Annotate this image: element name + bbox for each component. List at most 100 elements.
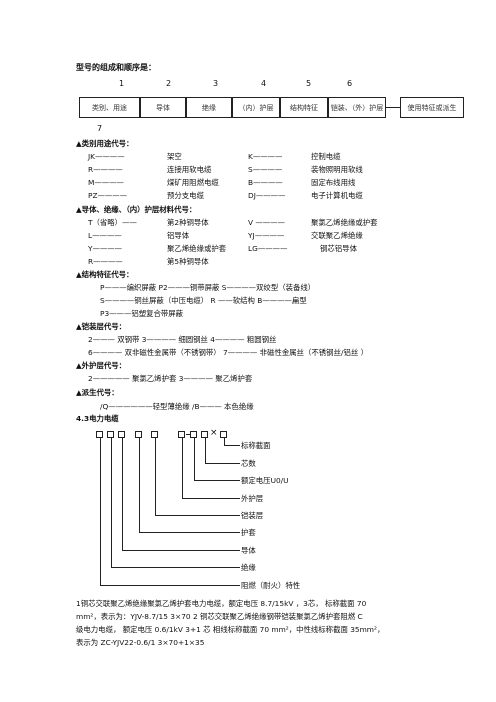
label-flame-retardant: 阻燃（耐火）特性 — [241, 581, 301, 590]
dash — [186, 434, 190, 435]
structure-heading: 型号的组成和顺序是： — [76, 63, 156, 72]
code-desc: 控制电缆 — [311, 152, 341, 161]
cable-section-title: 4.3电力电缆 — [76, 414, 119, 423]
number-2: 2 — [166, 79, 172, 88]
code: M———— — [88, 178, 124, 187]
code-desc: 铝导体 — [167, 231, 190, 240]
leader-line — [111, 567, 240, 568]
leader-line — [122, 550, 240, 551]
leader-line — [182, 498, 240, 499]
outer-line: 2————— 聚氯乙烯护套 3———— 聚乙烯护套 — [88, 374, 253, 383]
code: R———— — [88, 165, 123, 174]
code-square — [107, 431, 114, 438]
label-armor: 铠装层 — [241, 511, 264, 520]
code-square — [135, 431, 142, 438]
code-desc: 架空 — [167, 152, 182, 161]
box-inner-sheath: （内）护层 — [232, 97, 280, 118]
label-sheath: 护套 — [241, 528, 256, 537]
box-conductor: 导体 — [140, 97, 186, 118]
structure-codes-title: ▲结构特征代号： — [76, 270, 134, 279]
code: L———— — [88, 231, 122, 240]
structure-line-2: S————铜丝屏蔽（中压电缆） R ——软结构 B————扁型 — [100, 296, 307, 305]
code: S———— — [248, 165, 283, 174]
leader-line — [139, 438, 140, 532]
leader-line — [205, 463, 240, 464]
leader-line — [194, 438, 195, 480]
code-square — [201, 431, 208, 438]
code: PZ———— — [88, 191, 128, 200]
leader-line — [224, 445, 240, 446]
box-structure-feature: 结构特征 — [280, 97, 328, 118]
code: V ———— — [248, 218, 285, 227]
number-3: 3 — [213, 79, 219, 88]
code-desc: 电子计算机电缆 — [311, 191, 363, 200]
code-desc: 固定布线用线 — [311, 178, 356, 187]
leader-line — [182, 438, 183, 498]
code-desc: 交联聚乙烯绝缘 — [311, 231, 363, 240]
leader-line — [155, 515, 240, 516]
code-desc: 预分支电缆 — [167, 191, 204, 200]
label-conductor: 导体 — [241, 546, 256, 555]
example-line-4: 表示为 ZC-YJV22-0.6/1 3×70+1×35 — [76, 638, 205, 647]
multiply-sign: × — [210, 428, 218, 438]
leader-line — [100, 438, 101, 585]
label-outer-sheath: 外护层 — [241, 494, 264, 503]
armor-codes-title: ▲铠装层代号： — [76, 322, 127, 331]
leader-line — [224, 438, 225, 445]
code-square — [118, 431, 125, 438]
box-armor-outer-sheath: 铠装、（外）护层 — [328, 97, 386, 118]
example-line-2: mm²，表示为：YJV-8.7/15 3×70 2 铜芯交联聚乙烯绝缘钢带铠装聚… — [76, 612, 363, 621]
code-desc: 第2种铜导体 — [167, 218, 209, 227]
structure-line-3: P3———铝塑复合带屏蔽 — [100, 309, 184, 318]
outer-codes-title: ▲外护层代号： — [76, 361, 127, 370]
code-desc: 钢芯铝导体 — [320, 244, 357, 253]
leader-line — [205, 438, 206, 463]
label-nominal-section: 标称截面 — [241, 441, 271, 450]
code-desc: 第5种铜导体 — [167, 257, 209, 266]
box-insulation: 绝缘 — [186, 97, 232, 118]
connector-line — [386, 107, 400, 108]
number-6: 6 — [347, 79, 353, 88]
code-square — [151, 431, 158, 438]
code: K———— — [248, 152, 283, 161]
leader-line — [100, 585, 240, 586]
leader-line — [139, 532, 240, 533]
code-desc: 聚氯乙烯绝缘或护套 — [311, 218, 378, 227]
label-insulation: 绝缘 — [241, 563, 256, 572]
number-5: 5 — [306, 79, 312, 88]
code: JK———— — [88, 152, 125, 161]
number-7: 7 — [97, 124, 103, 133]
code: DJ———— — [248, 191, 286, 200]
code-square — [96, 431, 103, 438]
number-1: 1 — [119, 79, 125, 88]
code-square — [178, 431, 185, 438]
label-cores: 芯数 — [241, 459, 256, 468]
number-4: 4 — [261, 79, 267, 88]
code-desc: 连接用软电缆 — [167, 165, 212, 174]
code-desc: 煤矿用阻燃电缆 — [167, 178, 219, 187]
leader-line — [194, 480, 240, 481]
code: R———— — [88, 257, 123, 266]
leader-line — [111, 438, 112, 567]
box-usage-derivative: 使用特征或派生 — [400, 97, 464, 118]
structure-line-1: P———编织屏蔽 P2———铜带屏蔽 S————双绞型（装备线） — [100, 283, 316, 292]
code-desc: 装物照明用软线 — [311, 165, 363, 174]
code: B———— — [248, 178, 283, 187]
label-rated-voltage: 额定电压U0/U — [241, 476, 289, 485]
usage-codes-title: ▲类别用途代号： — [76, 139, 134, 148]
armor-line-1: 2——— 双钢带 3———— 细圆钢丝 4———— 粗圆钢丝 — [88, 335, 277, 344]
code-desc: 聚乙烯绝缘或护套 — [167, 244, 227, 253]
leader-line — [122, 438, 123, 550]
code: Y———— — [88, 244, 123, 253]
derive-codes-title: ▲派生代号： — [76, 388, 119, 397]
armor-line-2: 6———— 双非磁性金属带（不锈钢带） 7———— 非磁性金属丝（不锈钢丝/铝丝… — [88, 348, 368, 357]
example-line-1: 1铜芯交联聚乙烯绝缘聚氯乙烯护套电力电缆，额定电压 8.7/15kV ，3芯， … — [76, 599, 367, 608]
code: LG———— — [248, 244, 288, 253]
material-codes-title: ▲导体、绝缘、（内）护层材料代号： — [76, 205, 197, 214]
code: YJ———— — [248, 231, 285, 240]
leader-line — [155, 438, 156, 515]
code: T（省略）—— — [88, 218, 137, 227]
code-square — [220, 431, 227, 438]
code-square — [190, 431, 197, 438]
derive-line: /Q——————轻型薄绝缘 /B——— 本色绝缘 — [100, 402, 254, 411]
